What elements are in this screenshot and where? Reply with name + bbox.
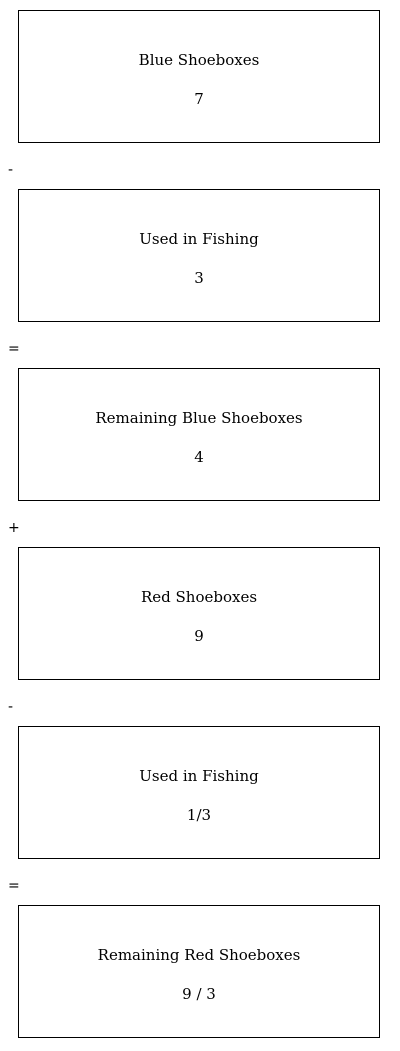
- used-in-fishing-blue-box: Used in Fishing 3: [18, 189, 380, 322]
- used-in-fishing-red-box: Used in Fishing 1/3: [18, 726, 380, 859]
- box-value: 4: [194, 448, 204, 466]
- box-label: Blue Shoeboxes: [138, 51, 260, 69]
- box-label: Red Shoeboxes: [140, 588, 258, 606]
- box-value: 9 / 3: [182, 985, 216, 1003]
- box-value: 9: [194, 627, 204, 645]
- equals-operator: =: [8, 878, 20, 894]
- box-value: 1/3: [186, 806, 212, 824]
- box-value: 7: [194, 90, 204, 108]
- blue-shoeboxes-box: Blue Shoeboxes 7: [18, 10, 380, 143]
- equals-operator: =: [8, 341, 20, 357]
- minus-operator: -: [8, 699, 14, 715]
- box-value: 3: [194, 269, 204, 287]
- remaining-red-shoeboxes-box: Remaining Red Shoeboxes 9 / 3: [18, 905, 380, 1038]
- plus-operator: +: [8, 520, 20, 536]
- red-shoeboxes-box: Red Shoeboxes 9: [18, 547, 380, 680]
- box-label: Remaining Red Shoeboxes: [97, 946, 301, 964]
- box-label: Used in Fishing: [139, 230, 259, 248]
- remaining-blue-shoeboxes-box: Remaining Blue Shoeboxes 4: [18, 368, 380, 501]
- box-label: Remaining Blue Shoeboxes: [95, 409, 303, 427]
- minus-operator: -: [8, 162, 14, 178]
- box-label: Used in Fishing: [139, 767, 259, 785]
